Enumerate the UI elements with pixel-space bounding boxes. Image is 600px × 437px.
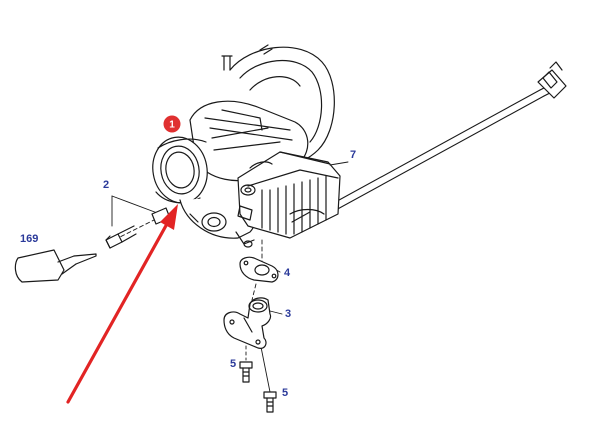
bolt-icon	[239, 361, 253, 383]
red-pointer-arrow-icon	[66, 204, 178, 404]
callout-label-1: 1	[169, 120, 175, 131]
adapter-flange-icon	[223, 297, 272, 349]
callout-label-7: 7	[350, 149, 356, 161]
sensor-harness	[329, 61, 567, 212]
callout-label-5b: 5	[282, 387, 288, 399]
bolt-icon	[105, 207, 171, 249]
gasket-icon	[239, 256, 279, 283]
bolt-icon	[263, 391, 277, 413]
callout-label-5a: 5	[230, 358, 236, 370]
callout-label-2: 2	[103, 179, 109, 191]
sealant-tube-icon	[14, 249, 97, 283]
callout-label-3: 3	[285, 308, 291, 320]
callout-badge-1: 1	[163, 115, 181, 133]
wastegate-actuator-icon	[237, 151, 341, 239]
callout-label-169: 169	[20, 233, 38, 245]
callout-label-4: 4	[284, 267, 291, 279]
